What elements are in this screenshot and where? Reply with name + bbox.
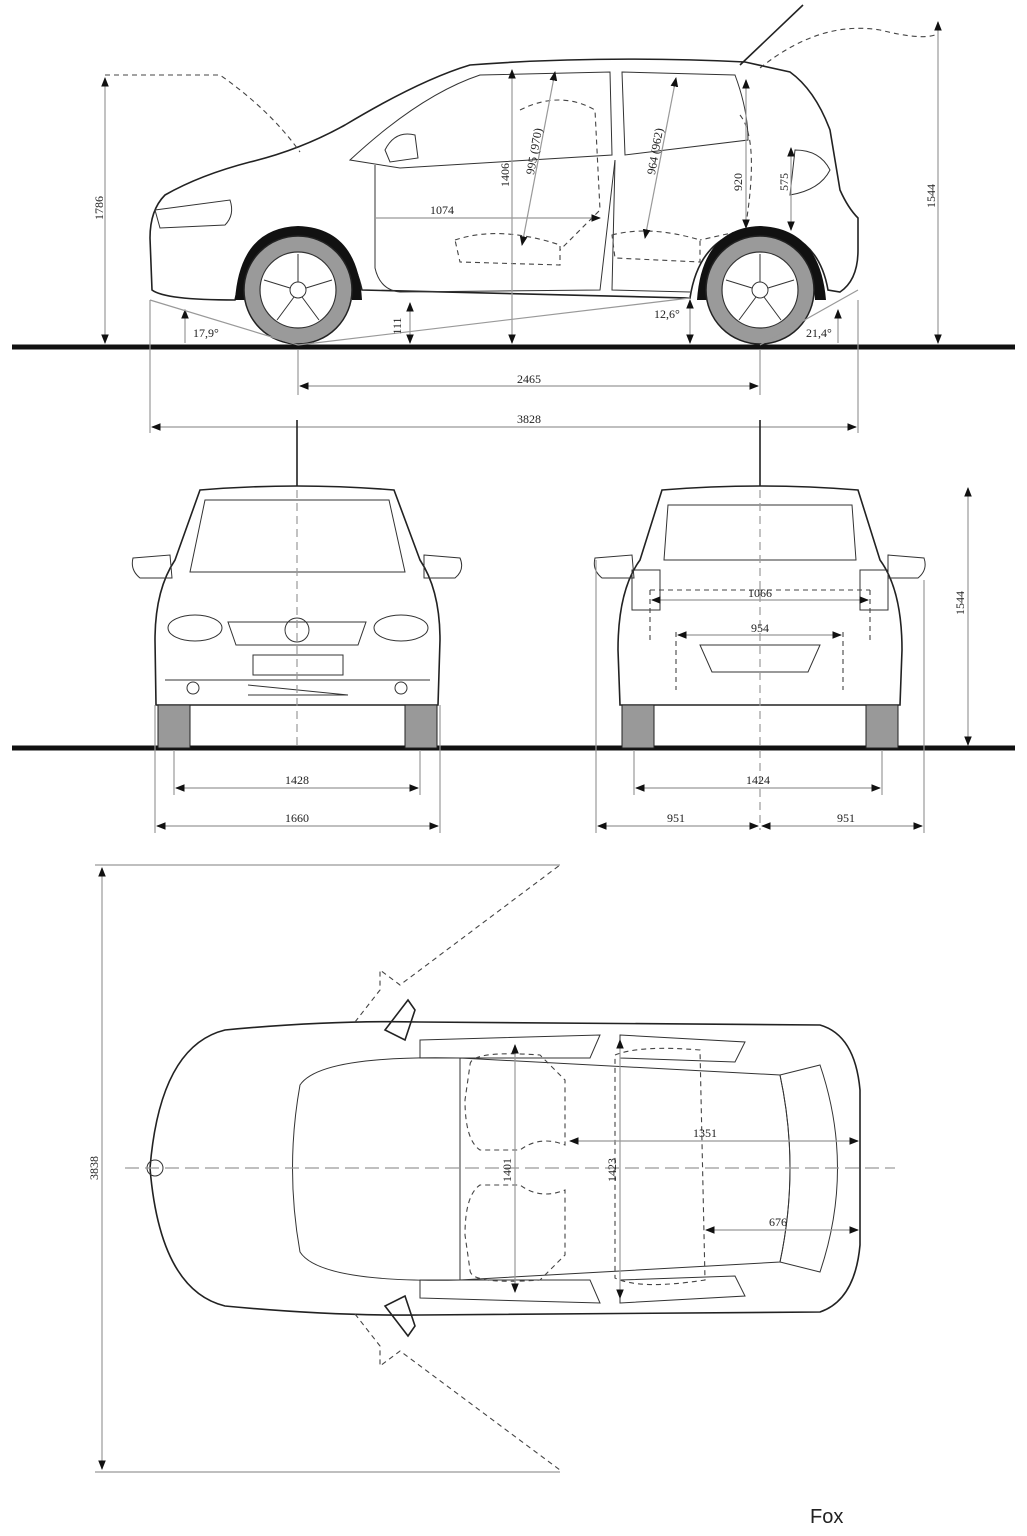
front-body-outline	[154, 485, 441, 706]
rear-view: 1066 954 1544 1424 951 951	[593, 420, 972, 833]
front-seat-outline	[454, 99, 601, 266]
front-view: 1428 1660	[12, 420, 1015, 833]
side-view: 1786 17,9° 111 1074 1406 995 (970) 964 (…	[12, 4, 1015, 433]
top-view: 3838 1401 1423 1351 676	[87, 864, 895, 1473]
left-mirror	[383, 998, 416, 1042]
left-side-windows	[419, 1034, 746, 1063]
tailgate-open-arc	[759, 27, 936, 69]
approach-angle-label: 17,9°	[193, 326, 219, 340]
front-wheel	[235, 226, 362, 345]
tailgate-height-label: 920	[731, 173, 745, 191]
hood-open-arc	[105, 74, 301, 153]
fog-light-right	[394, 681, 408, 695]
vw-logo	[284, 617, 310, 643]
rear-right-tire	[865, 704, 899, 749]
mirrors	[131, 554, 463, 579]
front-right-tire	[404, 704, 438, 749]
height-label: 1544	[924, 184, 938, 208]
front-headroom-label: 995 (970)	[523, 127, 545, 176]
front-interior-width-label: 1401	[500, 1158, 514, 1182]
interior-height-label: 1406	[498, 163, 512, 187]
model-name: Fox	[810, 1506, 844, 1528]
fog-light-left	[186, 681, 200, 695]
overall-length-label: 3828	[517, 412, 541, 426]
overall-height-label: 1786	[92, 196, 106, 220]
rear-wheel	[697, 226, 826, 345]
half-width-right-label: 951	[837, 811, 855, 825]
rear-track-label: 1424	[746, 773, 770, 787]
windshield	[189, 499, 406, 573]
ramp-angle-label: 12,6°	[654, 307, 680, 321]
wheelbase-label: 2465	[517, 372, 541, 386]
departure-angle-label: 21,4°	[806, 326, 832, 340]
grille	[227, 621, 367, 646]
plate-recess	[699, 644, 821, 673]
rear-interior-width-label: 1423	[605, 1158, 619, 1182]
rear-window	[621, 71, 749, 156]
right-side-windows	[419, 1275, 746, 1304]
length-with-doors-label: 3838	[87, 1156, 101, 1180]
front-track-label: 1428	[285, 773, 309, 787]
front-door	[374, 159, 616, 293]
headlight	[154, 199, 233, 229]
tail-light	[789, 149, 831, 196]
right-headlight	[373, 614, 429, 642]
lower-load-width-label: 954	[751, 621, 769, 635]
front-legroom-label: 1074	[430, 203, 454, 217]
rear-window	[663, 504, 857, 561]
front-door-open-left	[354, 864, 561, 1023]
load-length-label: 676	[769, 1215, 787, 1229]
mirrors	[593, 554, 926, 579]
windshield	[292, 1057, 461, 1281]
rear-left-tire	[621, 704, 655, 749]
upper-load-width-label: 1066	[748, 586, 772, 600]
front-left-tire	[157, 704, 191, 749]
rear-door	[611, 159, 691, 293]
load-length-seats-up-label: 1351	[693, 1126, 717, 1140]
left-headlight	[167, 614, 223, 642]
right-mirror	[383, 1294, 416, 1338]
width-label: 1660	[285, 811, 309, 825]
ground-clearance-label: 111	[390, 317, 404, 334]
rear-headroom-label: 964 (962)	[644, 127, 666, 176]
half-width-left-label: 951	[667, 811, 685, 825]
antenna	[739, 4, 804, 66]
mirror	[384, 133, 419, 163]
rear-height-label: 1544	[953, 591, 967, 615]
license-plate	[252, 654, 344, 676]
rear-body-outline	[617, 485, 903, 706]
rear-window-height-label: 575	[777, 173, 791, 191]
front-door-open-right	[354, 1313, 561, 1471]
front-window	[348, 71, 613, 169]
rear-seat	[614, 1047, 706, 1286]
